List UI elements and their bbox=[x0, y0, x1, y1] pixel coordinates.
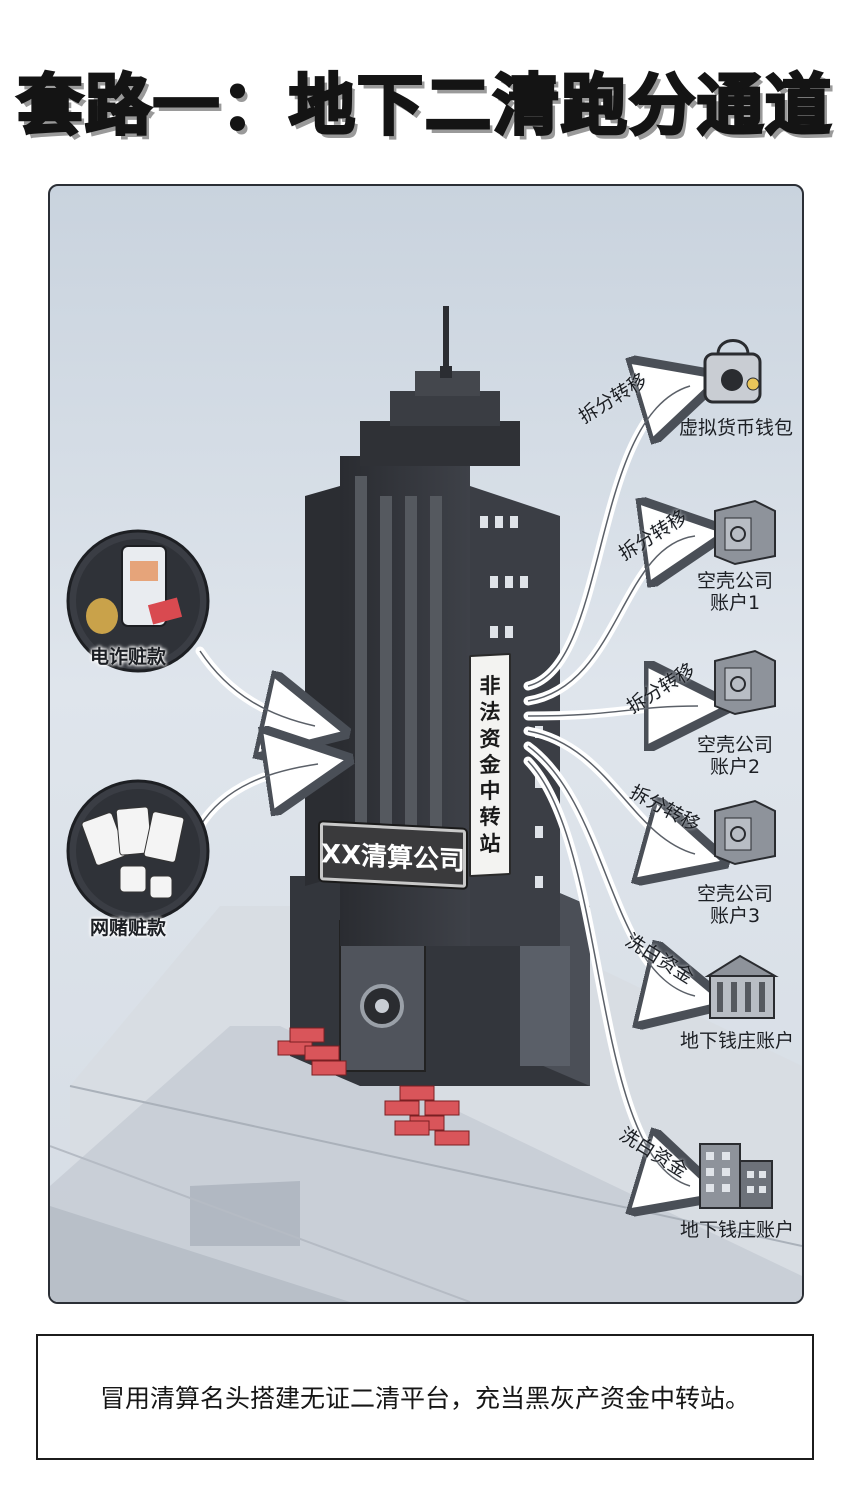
illegal-fund-banner: 非 法 资 金 中 转 站 bbox=[469, 652, 511, 878]
target-line: 空壳公司 bbox=[696, 570, 773, 592]
target-line: 地下钱庄账户 bbox=[679, 1219, 794, 1241]
target-line: 虚拟货币钱包 bbox=[678, 417, 793, 439]
safe-icon-2 bbox=[714, 649, 776, 716]
target-line: 地下钱庄账户 bbox=[679, 1030, 794, 1052]
building bbox=[277, 306, 590, 1146]
crypto-wallet-icon bbox=[703, 339, 762, 404]
caption-box: 冒用清算名头搭建无证二清平台，充当黑灰产资金中转站。 bbox=[36, 1334, 814, 1460]
bank-icon bbox=[704, 954, 779, 1019]
caption-text: 冒用清算名头搭建无证二清平台，充当黑灰产资金中转站。 bbox=[99, 1384, 750, 1413]
banner-char: 转 bbox=[479, 804, 501, 830]
source-label-gambling: 网赌赃款 bbox=[90, 917, 167, 939]
target-line: 账户3 bbox=[709, 904, 761, 927]
banner-char: 非 bbox=[479, 673, 501, 699]
banner-char: 法 bbox=[479, 699, 501, 725]
target-line: 空壳公司 bbox=[696, 734, 773, 756]
illustration-panel: XX清算公司 非 法 资 金 中 转 站 电诈赃款 网赌赃款 拆分转移 拆分转移… bbox=[48, 184, 804, 1304]
phone-money-icon bbox=[66, 529, 210, 673]
target-line: 空壳公司 bbox=[696, 883, 773, 905]
page-title: 套路一：地下二清跑分通道 bbox=[16, 66, 833, 146]
office-building-icon bbox=[699, 1143, 773, 1209]
target-label-shell-2: 空壳公司 账户2 bbox=[680, 734, 790, 779]
target-label-shell-3: 空壳公司 账户3 bbox=[680, 883, 790, 928]
cards-dice-icon bbox=[66, 779, 210, 923]
target-label-shell-1: 空壳公司 账户1 bbox=[680, 570, 790, 615]
target-line: 账户1 bbox=[709, 591, 761, 614]
banner-char: 资 bbox=[479, 726, 501, 752]
company-sign: XX清算公司 bbox=[320, 822, 466, 888]
target-label-crypto-wallet: 虚拟货币钱包 bbox=[670, 417, 802, 440]
target-label-underground-bank-2: 地下钱庄账户 bbox=[672, 1219, 802, 1242]
safe-icon-1 bbox=[714, 499, 776, 566]
banner-char: 站 bbox=[479, 831, 501, 857]
source-label-fraud: 电诈赃款 bbox=[90, 646, 167, 668]
banner-char: 中 bbox=[479, 778, 501, 804]
banner-char: 金 bbox=[479, 752, 501, 778]
safe-icon-3 bbox=[714, 799, 776, 866]
target-label-underground-bank-1: 地下钱庄账户 bbox=[672, 1030, 802, 1053]
incoming-arrows bbox=[195, 646, 318, 831]
target-line: 账户2 bbox=[709, 755, 761, 778]
